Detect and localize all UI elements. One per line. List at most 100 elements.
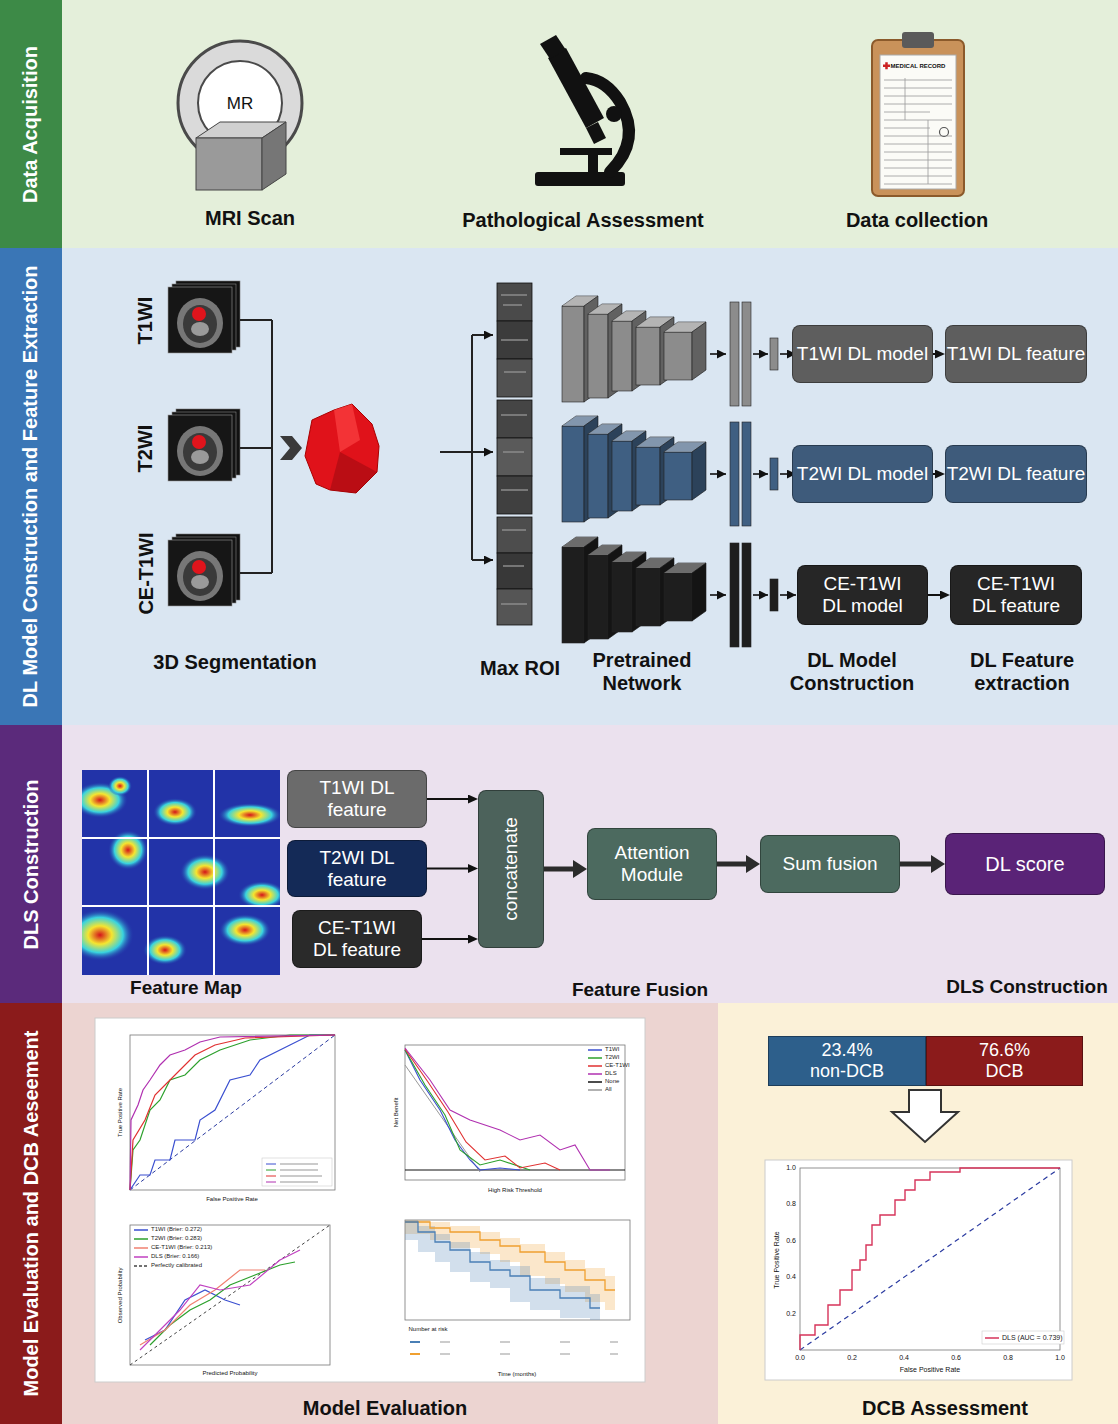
tick-label: 0.4 <box>899 1354 909 1362</box>
node-label: Attention Module <box>588 842 716 886</box>
section-band: DLS Construction T1WI DL featureT2WI DL f… <box>0 725 1118 1003</box>
tick-label: 0.8 <box>1003 1354 1013 1362</box>
legend-entry: Perfectly calibrated <box>134 1262 202 1269</box>
arrow-connector <box>933 473 935 475</box>
legend-text: CE-T1WI (Brier: 0.213) <box>151 1244 212 1251</box>
tumor-volume <box>305 404 379 493</box>
legend-text: T1WI (Brier: 0.272) <box>151 1226 202 1233</box>
split-arrow <box>472 451 493 453</box>
legend-entry: DLS (Brier: 0.166) <box>134 1253 199 1260</box>
arrow-connector <box>427 868 468 870</box>
legend-text: DLS (Brier: 0.166) <box>151 1253 199 1260</box>
node-label: T2WI DL model <box>797 463 928 485</box>
axis-label: True Positive Rate <box>118 1087 125 1136</box>
legend-entry: CE-T1WI <box>588 1062 630 1069</box>
arrow-connector <box>900 862 931 867</box>
axis-label: False Positive Rate <box>206 1196 258 1203</box>
feature-box: T1WI DL feature <box>287 770 427 828</box>
legend-sample <box>134 1227 148 1233</box>
arrow-connector <box>933 353 935 355</box>
survival-curve <box>405 1220 630 1354</box>
section-bar: Model Evaluation and DCB Aeseement <box>0 1003 62 1424</box>
legend-text: DLS <box>605 1070 617 1077</box>
node-label: T2WI DL feature <box>288 847 426 891</box>
caption-text: Feature Map <box>130 977 242 999</box>
tick-label: 0.0 <box>795 1354 805 1362</box>
node-label: CE-T1WI DL feature <box>966 573 1066 617</box>
feature-box: CE-T1WI DL feature <box>950 565 1082 625</box>
axis-label: Net Benefit <box>394 1097 401 1127</box>
node-label: 76.6% DCB <box>970 1040 1040 1081</box>
legend-sample <box>134 1245 148 1251</box>
sequence-label: T1WI <box>135 296 158 344</box>
roc-chart <box>130 1035 335 1190</box>
caption-text: Pathological Assessment <box>462 209 704 232</box>
axis-label: Predicted Probability <box>202 1370 257 1377</box>
tick-label: 0.4 <box>786 1273 796 1281</box>
legend-text: T2WI (Brier: 0.283) <box>151 1235 202 1242</box>
tick-label: 0.6 <box>786 1237 796 1245</box>
legend-text: Perfectly calibrated <box>151 1262 202 1269</box>
section-band: Model Evaluation and DCB Aeseement 23.4% … <box>0 1003 1118 1424</box>
dcb-roc-chart <box>800 1168 1064 1350</box>
node-label: concatenate <box>500 817 522 921</box>
tick-label: 0.2 <box>786 1310 796 1318</box>
caption-text: Model Evaluation <box>303 1397 467 1420</box>
icon-text: MR <box>227 94 253 114</box>
axis-label: True Positive Rate <box>773 1231 781 1288</box>
legend-sample <box>588 1071 602 1077</box>
caption-text: 3D Segmentation <box>153 651 316 674</box>
proportion-bar: 76.6% DCB <box>926 1036 1083 1085</box>
legend-entry: T1WI (Brier: 0.272) <box>134 1226 202 1233</box>
legend-sample <box>134 1236 148 1242</box>
node-label: CE-T1WI DL model <box>813 573 913 617</box>
axis-label: False Positive Rate <box>900 1366 960 1374</box>
legend-entry: None <box>588 1078 619 1085</box>
tick-label: 0.2 <box>847 1354 857 1362</box>
legend-entry: All <box>588 1086 612 1093</box>
process-box: Sum fusion <box>760 835 900 893</box>
legend-text: T1WI <box>605 1046 619 1053</box>
mri-slices <box>168 281 240 606</box>
caption-text: MRI Scan <box>205 207 295 230</box>
output-box: DL score <box>945 833 1105 895</box>
node-label: T1WI DL feature <box>947 343 1086 365</box>
arrow-connector <box>717 862 746 867</box>
hollow-down-arrow <box>892 1090 958 1142</box>
tick-label: 0.6 <box>951 1354 961 1362</box>
node-label: 23.4% non-DCB <box>802 1040 892 1081</box>
legend-sample <box>588 1079 602 1085</box>
sequence-label: CE-T1WI <box>135 532 158 614</box>
legend-text: DLS (AUC = 0.739) <box>1002 1334 1063 1342</box>
legend-entry: DLS <box>588 1070 617 1077</box>
feature-box: T2WI DL feature <box>287 840 427 897</box>
proportion-bar: 23.4% non-DCB <box>768 1036 926 1085</box>
axis-label: Number at risk <box>409 1326 448 1333</box>
merge-lines <box>240 320 272 573</box>
caption-text: DL Model Construction <box>777 649 927 695</box>
dcb-panel-ground <box>718 1003 1118 1424</box>
legend-entry: CE-T1WI (Brier: 0.213) <box>134 1244 212 1251</box>
legend-sample <box>134 1263 148 1269</box>
process-box: Attention Module <box>587 828 717 900</box>
tick-label: 1.0 <box>1055 1354 1065 1362</box>
section-bar: DLS Construction <box>0 725 62 1003</box>
section-heading: Model Evaluation and DCB Aeseement <box>20 1031 43 1397</box>
arrow-connector <box>544 867 573 872</box>
calibration-curve <box>130 1225 330 1365</box>
concatenate-box: concatenate <box>478 790 544 948</box>
legend-sample <box>985 1335 999 1341</box>
section-bar: Data Acquisition <box>0 0 62 248</box>
node-label: CE-T1WI DL feature <box>307 917 407 961</box>
axis-label: Time (months) <box>498 1371 536 1378</box>
caption-text: DLS Construction <box>946 976 1108 998</box>
caption-text: DCB Assessment <box>862 1397 1028 1420</box>
section-heading: DLS Construction <box>20 779 43 949</box>
split-arrow <box>472 559 493 561</box>
legend-entry: DLS (AUC = 0.739) <box>985 1334 1063 1342</box>
chevron <box>280 436 302 460</box>
tick-label: 1.0 <box>786 1164 796 1172</box>
chart-panel <box>95 1018 645 1382</box>
icon-text: MEDICAL RECORD <box>891 63 946 70</box>
